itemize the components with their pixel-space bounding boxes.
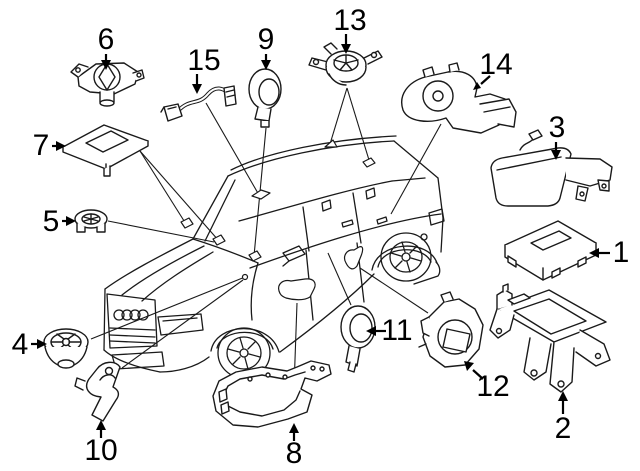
part-5-midrange[interactable] bbox=[74, 209, 108, 233]
speaker-location-markers bbox=[180, 139, 376, 301]
callout-arrows bbox=[31, 34, 610, 441]
callout-15-arrow bbox=[192, 74, 202, 94]
callout-11-arrow bbox=[366, 326, 386, 336]
callout-8-arrow bbox=[289, 423, 299, 441]
callout-6[interactable]: 6 bbox=[97, 23, 115, 56]
callout-5[interactable]: 5 bbox=[42, 205, 60, 238]
leader-lines bbox=[90, 87, 442, 389]
car-illustration bbox=[103, 135, 445, 379]
part-13-roof-midrange[interactable] bbox=[308, 42, 383, 86]
callout-4-arrow bbox=[31, 339, 47, 349]
callout-14-arrow bbox=[473, 75, 491, 90]
part-2-amplifier-bracket[interactable] bbox=[489, 283, 611, 393]
part-6-tweeter-bracket[interactable] bbox=[70, 62, 145, 107]
callout-12[interactable]: 12 bbox=[476, 370, 510, 403]
callout-7[interactable]: 7 bbox=[32, 129, 50, 162]
callout-10[interactable]: 10 bbox=[84, 434, 118, 467]
callout-14[interactable]: 14 bbox=[479, 48, 513, 81]
callout-1-arrow bbox=[589, 248, 610, 258]
callout-13[interactable]: 13 bbox=[333, 4, 367, 37]
callout-10-arrow bbox=[96, 420, 106, 438]
callout-7-arrow bbox=[52, 141, 66, 151]
callout-13-arrow bbox=[341, 34, 351, 54]
callout-5-arrow bbox=[62, 216, 76, 226]
callout-9[interactable]: 9 bbox=[257, 23, 275, 56]
part-10-mount-bracket[interactable] bbox=[74, 361, 121, 422]
callout-15[interactable]: 15 bbox=[187, 44, 221, 77]
part-3-cover[interactable] bbox=[490, 129, 613, 207]
callout-6-arrow bbox=[101, 54, 111, 70]
part-11-rear-tweeter[interactable] bbox=[340, 305, 376, 373]
callout-3-arrow bbox=[551, 142, 561, 160]
callout-1[interactable]: 1 bbox=[612, 236, 630, 269]
callout-2[interactable]: 2 bbox=[554, 412, 572, 445]
part-4-woofer[interactable] bbox=[43, 328, 89, 369]
part-8-door-bracket[interactable] bbox=[212, 360, 332, 428]
callout-2-arrow bbox=[558, 391, 568, 414]
callout-9-arrow bbox=[261, 54, 271, 70]
part-1-amplifier[interactable] bbox=[504, 220, 597, 281]
callout-3[interactable]: 3 bbox=[548, 111, 566, 144]
part-12-woofer-module[interactable] bbox=[418, 291, 484, 368]
callout-4[interactable]: 4 bbox=[11, 328, 29, 361]
callout-8[interactable]: 8 bbox=[285, 437, 303, 470]
callout-12-arrow bbox=[464, 361, 484, 380]
part-15-wiring-harness[interactable] bbox=[160, 85, 237, 122]
part-9-tweeter[interactable] bbox=[248, 68, 282, 128]
callout-11[interactable]: 11 bbox=[381, 314, 413, 347]
part-7-speaker-grille[interactable] bbox=[62, 124, 149, 177]
part-14-subwoofer[interactable] bbox=[401, 62, 517, 134]
